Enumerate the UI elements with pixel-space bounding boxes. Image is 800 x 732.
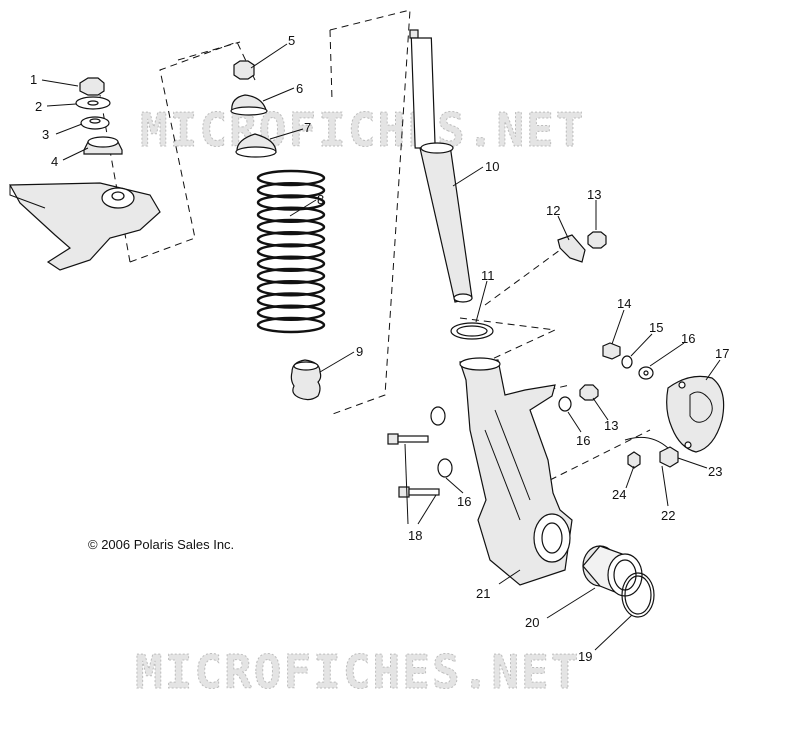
spring-coil (256, 243, 326, 260)
copyright-notice: © 2006 Polaris Sales Inc. (88, 537, 234, 552)
spring-coil (256, 267, 326, 285)
o-ring-part-11 (450, 322, 494, 340)
bump-stop-part-9 (290, 359, 322, 401)
upper-mount-group (8, 77, 161, 271)
spring-coil (256, 218, 326, 236)
spring-coil (256, 304, 326, 321)
callout-labels: 1 2 3 4 5 6 7 8 9 10 11 12 13 13 14 15 1… (30, 33, 729, 664)
spring-coil (256, 280, 326, 297)
nut-part-5 (233, 60, 255, 80)
nut-part-13a (587, 231, 607, 249)
callout-6: 6 (296, 81, 303, 96)
spring-coil (256, 316, 326, 334)
spring-coil (256, 292, 326, 309)
top-hardware-group (230, 60, 277, 158)
callout-16a: 16 (681, 331, 695, 346)
callout-9: 9 (356, 344, 363, 359)
bearing-part-20 (582, 545, 643, 597)
sensor-parts (624, 436, 679, 469)
spring-coil (256, 255, 326, 272)
nut-part-1 (79, 77, 105, 96)
spring-coil (256, 182, 326, 199)
watermark-bottom: MICROFICHES.NET (135, 645, 580, 699)
callout-21: 21 (476, 586, 490, 601)
spring-coil (256, 206, 326, 223)
brake-caliper-part-17 (666, 375, 725, 453)
sensor-part-22 (659, 446, 679, 468)
callout-11: 11 (481, 268, 495, 283)
clip-part-12 (557, 234, 586, 263)
nut-part-13b (579, 384, 599, 401)
callout-3: 3 (42, 127, 49, 142)
callout-8: 8 (317, 192, 324, 207)
callout-16c: 16 (457, 494, 471, 509)
callout-23: 23 (708, 464, 722, 479)
callout-16b: 16 (576, 433, 590, 448)
bolt-part-14 (602, 342, 621, 360)
upper-mount-bracket (8, 182, 161, 271)
callout-17: 17 (715, 346, 729, 361)
washer-part-16c (430, 406, 446, 426)
callout-10: 10 (485, 159, 499, 174)
callout-7: 7 (304, 120, 311, 135)
callout-1: 1 (30, 72, 37, 87)
spring-coil (256, 231, 326, 248)
small-parts-12-13 (557, 231, 607, 263)
coil-spring-part-8 (256, 169, 326, 334)
callout-18: 18 (408, 528, 422, 543)
shock-absorber-part-10 (409, 29, 473, 303)
callout-12: 12 (546, 203, 560, 218)
bolts-part-18 (387, 406, 453, 498)
watermark-top: MICROFICHES.NET (140, 103, 585, 157)
callout-24: 24 (612, 487, 626, 502)
callout-15: 15 (649, 320, 663, 335)
bolt-part-24 (627, 451, 641, 469)
callout-13a: 13 (587, 187, 601, 202)
washer-part-15 (621, 355, 633, 369)
callout-2: 2 (35, 99, 42, 114)
caliper-hardware (558, 342, 654, 412)
leader-lines (41, 43, 721, 651)
callout-5: 5 (288, 33, 295, 48)
callout-20: 20 (525, 615, 539, 630)
callout-13b: 13 (604, 418, 618, 433)
washer-part-16b (558, 396, 572, 412)
snap-ring-part-19 (621, 572, 655, 618)
callout-4: 4 (51, 154, 58, 169)
spring-coil (256, 194, 326, 211)
callout-14: 14 (617, 296, 631, 311)
knuckle-part-21 (459, 357, 573, 586)
callout-19: 19 (578, 649, 592, 664)
spring-coil (256, 169, 326, 187)
callout-22: 22 (661, 508, 675, 523)
